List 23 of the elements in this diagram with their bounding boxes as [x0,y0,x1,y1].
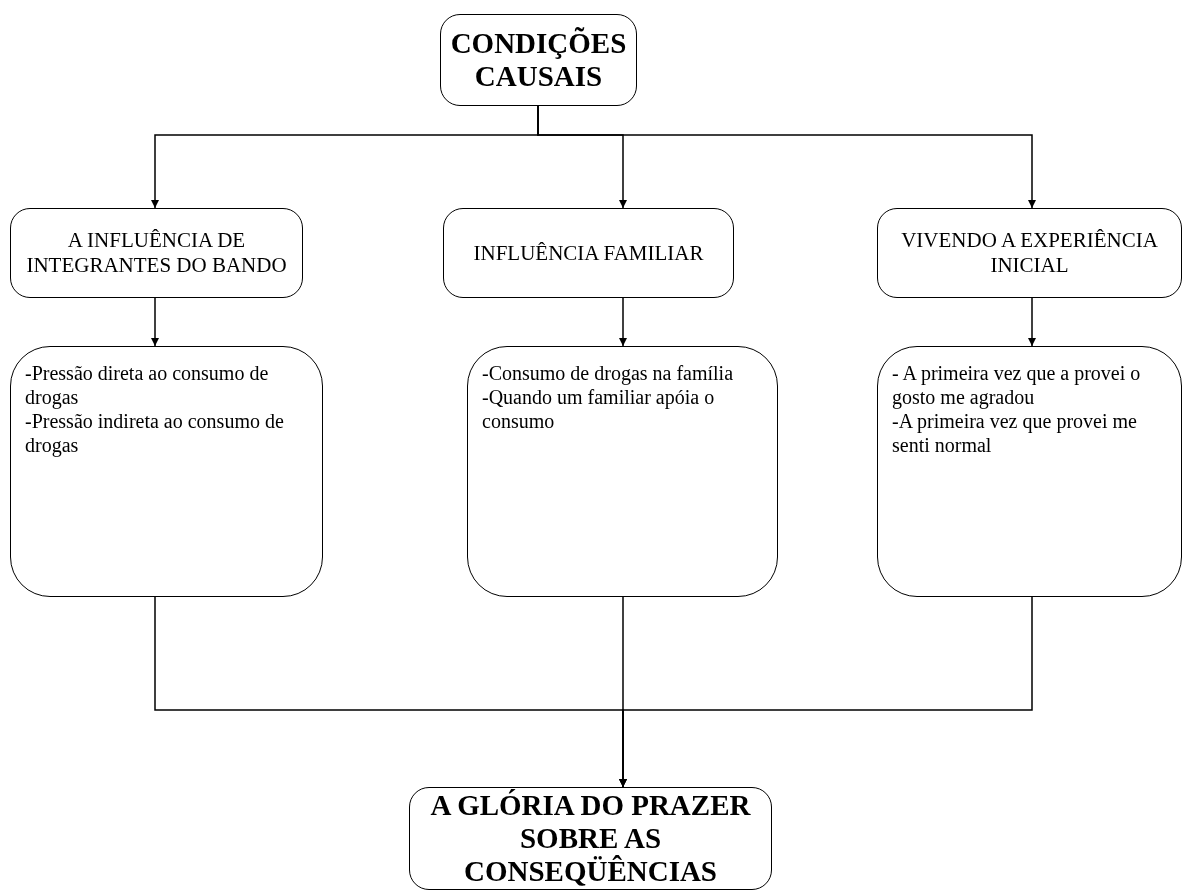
box-text: A INFLUÊNCIA DE INTEGRANTES DO BANDO [25,228,288,278]
detail-box [467,346,778,597]
arrow [1028,297,1036,347]
box-text: -Pressão direta ao consumo de drogas [25,361,270,409]
box-text: A GLÓRIA DO PRAZER SOBRE AS CONSEQÜÊNCIAS [429,789,752,888]
process-box [440,14,637,106]
box-text: -Consumo de drogas na família [482,361,735,385]
box-text: - A primeira vez que a provei o gosto me agradou [892,361,1142,409]
box-text: INFLUÊNCIA FAMILIAR [473,240,704,266]
arrow [537,105,1036,209]
arrow [151,297,159,347]
box-text: -Pressão indireta ao consumo de drogas [25,409,285,457]
process-box [443,208,734,298]
arrow [619,596,1033,788]
detail-box [877,346,1182,597]
process-box [10,208,303,298]
box-text: -A primeira vez que provei me senti normal [892,409,1138,457]
detail-box [10,346,323,597]
arrow [619,297,627,347]
box-text: CONDIÇÕES CAUSAIS [450,27,627,93]
process-box [877,208,1182,298]
box-text: VIVENDO A EXPERIÊNCIA INICIAL [900,228,1159,278]
box-text: -Quando um familiar apóia o consumo [482,385,716,433]
